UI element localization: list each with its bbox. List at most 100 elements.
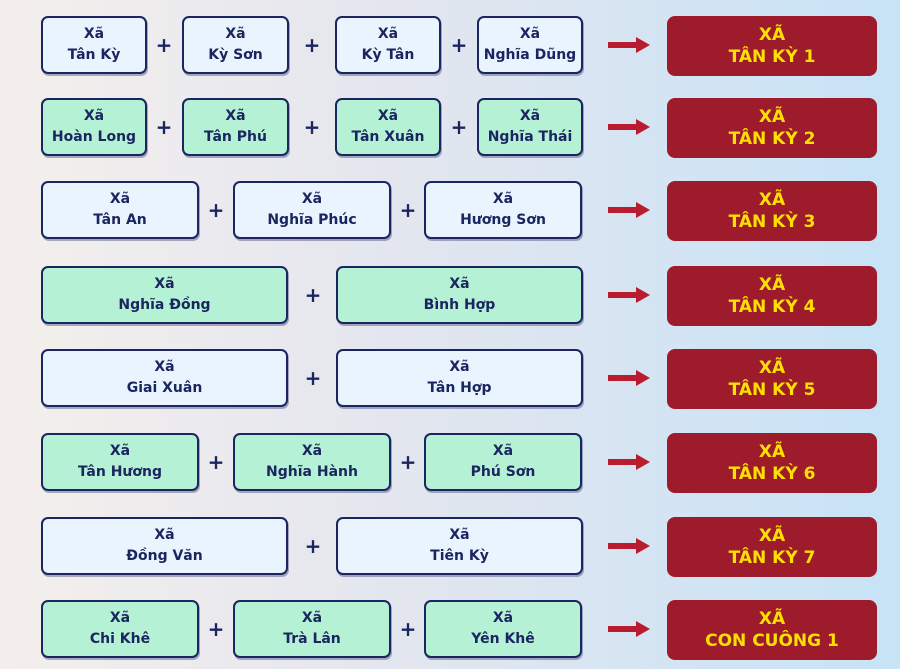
target-prefix: XÃ bbox=[758, 358, 786, 378]
commune-prefix: Xã bbox=[83, 26, 105, 42]
commune-name: Bình Hợp bbox=[423, 297, 496, 313]
commune-prefix: Xã bbox=[519, 108, 541, 124]
commune-prefix: Xã bbox=[83, 108, 105, 124]
plus-sign: + bbox=[303, 115, 321, 139]
commune-prefix: Xã bbox=[492, 191, 514, 207]
commune-name: Nghĩa Thái bbox=[487, 129, 573, 145]
commune-name: Kỳ Tân bbox=[361, 47, 415, 63]
commune-name: Hương Sơn bbox=[460, 212, 546, 228]
target-prefix: XÃ bbox=[758, 442, 786, 462]
target-prefix: XÃ bbox=[758, 609, 786, 629]
commune-name: Tân Hợp bbox=[427, 380, 492, 396]
commune-prefix: Xã bbox=[109, 610, 131, 626]
arrow-right-icon bbox=[608, 37, 650, 53]
commune-name: Chi Khê bbox=[89, 631, 151, 647]
commune-name: Tân Phú bbox=[204, 129, 267, 145]
plus-sign: + bbox=[155, 115, 173, 139]
commune-name: Tiên Kỳ bbox=[430, 548, 489, 564]
plus-sign: + bbox=[399, 198, 417, 222]
plus-sign: + bbox=[399, 450, 417, 474]
arrow-right-icon bbox=[608, 370, 650, 386]
commune-name: Yên Khê bbox=[471, 631, 535, 647]
commune-name: Nghĩa Đồng bbox=[118, 297, 211, 313]
plus-sign: + bbox=[207, 617, 225, 641]
commune-prefix: Xã bbox=[449, 276, 470, 292]
target-prefix: XÃ bbox=[758, 526, 786, 546]
plus-sign: + bbox=[304, 283, 322, 307]
commune-prefix: Xã bbox=[154, 276, 175, 292]
plus-sign: + bbox=[399, 617, 417, 641]
commune-name: Phú Sơn bbox=[470, 464, 536, 480]
commune-name: Hoàn Long bbox=[51, 129, 137, 145]
commune-name: Kỳ Sơn bbox=[208, 47, 263, 63]
arrow-right-icon bbox=[608, 119, 650, 135]
target-name: CON CUÔNG 1 bbox=[705, 631, 839, 651]
commune-name: Nghĩa Dũng bbox=[483, 47, 577, 63]
target-name: TÂN KỲ 5 bbox=[728, 380, 816, 400]
arrow-right-icon bbox=[608, 202, 650, 218]
target-name: TÂN KỲ 7 bbox=[728, 548, 816, 568]
target-prefix: XÃ bbox=[758, 275, 786, 295]
commune-name: Trà Lân bbox=[283, 631, 341, 647]
plus-sign: + bbox=[450, 33, 468, 57]
target-name: TÂN KỲ 3 bbox=[728, 212, 816, 232]
commune-name: Đồng Văn bbox=[126, 548, 203, 564]
commune-name: Giai Xuân bbox=[126, 380, 203, 396]
plus-sign: + bbox=[304, 534, 322, 558]
source-commune-box: Xã Kỳ Sơn bbox=[182, 16, 289, 74]
plus-sign: + bbox=[207, 198, 225, 222]
commune-prefix: Xã bbox=[109, 443, 131, 459]
commune-name: Tân Hương bbox=[77, 464, 162, 480]
target-prefix: XÃ bbox=[758, 25, 786, 45]
arrow-right-icon bbox=[608, 621, 650, 637]
target-name: TÂN KỲ 1 bbox=[728, 47, 816, 67]
commune-prefix: Xã bbox=[301, 443, 323, 459]
plus-sign: + bbox=[304, 366, 322, 390]
commune-name: Nghĩa Phúc bbox=[267, 212, 357, 228]
commune-prefix: Xã bbox=[449, 359, 470, 375]
target-name: TÂN KỲ 2 bbox=[728, 129, 816, 149]
target-name: TÂN KỲ 6 bbox=[728, 464, 816, 484]
arrow-right-icon bbox=[608, 287, 650, 303]
commune-prefix: Xã bbox=[449, 527, 470, 543]
commune-name: Tân Xuân bbox=[351, 129, 425, 145]
arrow-right-icon bbox=[608, 454, 650, 470]
commune-prefix: Xã bbox=[301, 610, 323, 626]
commune-prefix: Xã bbox=[492, 610, 514, 626]
plus-sign: + bbox=[155, 33, 173, 57]
commune-name: Tân An bbox=[93, 212, 147, 228]
commune-prefix: Xã bbox=[225, 26, 246, 42]
plus-sign: + bbox=[450, 115, 468, 139]
commune-prefix: Xã bbox=[519, 26, 541, 42]
commune-prefix: Xã bbox=[225, 108, 246, 124]
target-name: TÂN KỲ 4 bbox=[728, 297, 816, 317]
